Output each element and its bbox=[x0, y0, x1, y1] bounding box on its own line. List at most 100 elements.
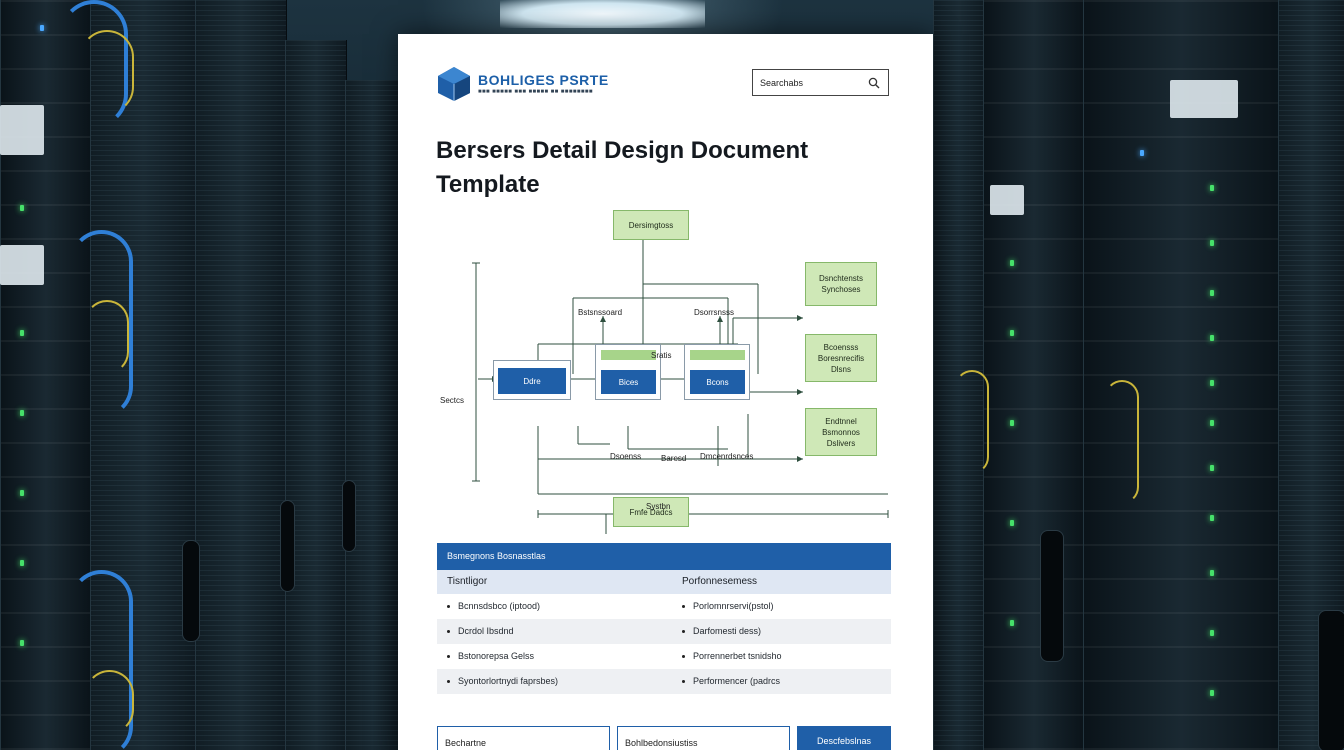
network-cable bbox=[70, 230, 133, 418]
diagram-label: Systbn bbox=[646, 502, 671, 511]
bullet-icon bbox=[447, 680, 450, 684]
status-led bbox=[1210, 465, 1214, 471]
server-rack-left-2 bbox=[195, 0, 287, 750]
status-led bbox=[1210, 630, 1214, 636]
network-cable bbox=[70, 570, 133, 750]
diagram-side-node: Dsnchtensts Synchoses bbox=[805, 262, 877, 306]
status-led bbox=[1210, 335, 1214, 341]
ceiling-light bbox=[500, 0, 705, 28]
diagram-label: Bstsnssoard bbox=[578, 308, 623, 317]
column-header: Porfonnesemess bbox=[682, 576, 758, 587]
status-led bbox=[40, 25, 44, 31]
table-cell: Syontorlortnydi faprsbes) bbox=[458, 676, 559, 686]
diagram-side-node: Bcoensss Boresnrecifis Dlsns bbox=[805, 334, 877, 382]
yellow-cable bbox=[1105, 380, 1139, 504]
document-title: Bersers Detail Design Document Template bbox=[436, 137, 809, 198]
bullet-icon bbox=[682, 630, 685, 634]
bullet-icon bbox=[682, 680, 685, 684]
status-led bbox=[1140, 150, 1144, 156]
table-cell: Darfomesti dess) bbox=[693, 626, 762, 636]
rack-door-handle bbox=[1040, 530, 1064, 662]
table-row: Dcrdol Ibsdnd Darfomesti dess) bbox=[437, 619, 891, 644]
table-column-headers: Tisntligor Porfonnesemess bbox=[437, 570, 891, 594]
rack-panel-light bbox=[0, 245, 44, 285]
diagram-box-strip bbox=[690, 350, 745, 360]
yellow-cable bbox=[85, 670, 134, 734]
bullet-icon bbox=[682, 655, 685, 659]
bullet-icon bbox=[447, 605, 450, 609]
bullet-icon bbox=[447, 630, 450, 634]
status-led bbox=[1210, 380, 1214, 386]
footer-field-label: Bechartne bbox=[445, 738, 487, 748]
status-led bbox=[1210, 240, 1214, 246]
table-cell: Performencer (padrcs bbox=[693, 676, 781, 686]
diagram-top-node: Dersimgtoss bbox=[613, 210, 689, 240]
diagram-label: Sratis bbox=[651, 351, 672, 360]
search-icon[interactable] bbox=[868, 77, 880, 89]
brand-tagline: ■■■ ■■■■■ ■■■ ■■■■■ ■■ ■■■■■■■■ bbox=[478, 89, 593, 95]
status-led bbox=[1010, 260, 1014, 266]
diagram-bottom-node: Fmfe Dadcs bbox=[613, 497, 689, 527]
server-rack-left-door bbox=[90, 0, 197, 750]
table-header: Bsmegnons Bosnasstlas bbox=[437, 543, 891, 570]
status-led bbox=[20, 490, 24, 496]
rack-panel-light bbox=[0, 105, 44, 155]
table-cell: Bstonorepsa Gelss bbox=[458, 651, 535, 661]
diagram-label: Dsorrsnsss bbox=[694, 308, 735, 317]
diagram-box-strip bbox=[601, 350, 656, 360]
footer-action-button[interactable]: Descfebslnas bbox=[797, 726, 891, 750]
rack-door-handle bbox=[182, 540, 200, 642]
diagram-center-box: Bcons bbox=[690, 370, 745, 394]
search-placeholder: Searchabs bbox=[760, 78, 804, 88]
status-led bbox=[1210, 570, 1214, 576]
table-cell: Porrennerbet tsnidsho bbox=[693, 651, 782, 661]
cube-logo-icon bbox=[438, 67, 470, 101]
server-rack-left-4 bbox=[345, 80, 400, 750]
requirements-table: Bsmegnons Bosnasstlas Tisntligor Porfonn… bbox=[437, 543, 891, 694]
rack-door-handle bbox=[280, 500, 295, 592]
search-box[interactable]: Searchabs bbox=[752, 69, 889, 96]
column-header: Tisntligor bbox=[447, 576, 488, 587]
status-led bbox=[20, 330, 24, 336]
rack-panel-light bbox=[990, 185, 1024, 215]
status-led bbox=[20, 205, 24, 211]
table-row: Bstonorepsa Gelss Porrennerbet tsnidsho bbox=[437, 644, 891, 669]
diagram-side-node: Endtnnel Bsmonnos Dslivers bbox=[805, 408, 877, 456]
diagram-center-box: Ddre bbox=[498, 368, 566, 394]
status-led bbox=[1010, 620, 1014, 626]
footer-field-1[interactable]: Bechartne bbox=[437, 726, 610, 750]
status-led bbox=[1210, 420, 1214, 426]
table-row: Bcnnsdsbco (iptood) Porlomnrservi(pstol) bbox=[437, 594, 891, 619]
server-rack-right-3 bbox=[1083, 0, 1280, 750]
diagram-center-box: Bices bbox=[601, 370, 656, 394]
diagram-label: Baresd bbox=[661, 454, 687, 463]
yellow-cable bbox=[80, 30, 134, 114]
rack-door-handle bbox=[1318, 610, 1344, 750]
diagram-label: Dmcenrdsnces bbox=[700, 452, 754, 461]
rack-door-handle bbox=[342, 480, 356, 552]
status-led bbox=[1010, 520, 1014, 526]
status-led bbox=[20, 410, 24, 416]
footer-field-2[interactable]: Bohlbedonsiustiss bbox=[617, 726, 790, 750]
yellow-cable bbox=[85, 300, 129, 374]
status-led bbox=[1210, 690, 1214, 696]
table-row: Syontorlortnydi faprsbes) Performencer (… bbox=[437, 669, 891, 694]
status-led bbox=[1210, 290, 1214, 296]
table-cell: Bcnnsdsbco (iptood) bbox=[458, 601, 541, 611]
status-led bbox=[20, 560, 24, 566]
design-document-page: BOHLIGES PSRTE ■■■ ■■■■■ ■■■ ■■■■■ ■■ ■■… bbox=[398, 34, 933, 750]
server-rack-right-2 bbox=[983, 0, 1085, 750]
status-led bbox=[1010, 330, 1014, 336]
status-led bbox=[1210, 185, 1214, 191]
bullet-icon bbox=[682, 605, 685, 609]
table-cell: Porlomnrservi(pstol) bbox=[693, 601, 774, 611]
server-rack-left-3 bbox=[285, 40, 347, 750]
architecture-diagram: Dersimgtoss Dsnchtensts Synchoses Bcoens… bbox=[398, 204, 933, 534]
brand-name: BOHLIGES PSRTE bbox=[478, 72, 609, 88]
status-led bbox=[1010, 420, 1014, 426]
diagram-label: Dsoenss bbox=[610, 452, 642, 461]
diagram-label: Sectcs bbox=[440, 396, 465, 405]
status-led bbox=[20, 640, 24, 646]
yellow-cable bbox=[955, 370, 989, 474]
bullet-icon bbox=[447, 655, 450, 659]
